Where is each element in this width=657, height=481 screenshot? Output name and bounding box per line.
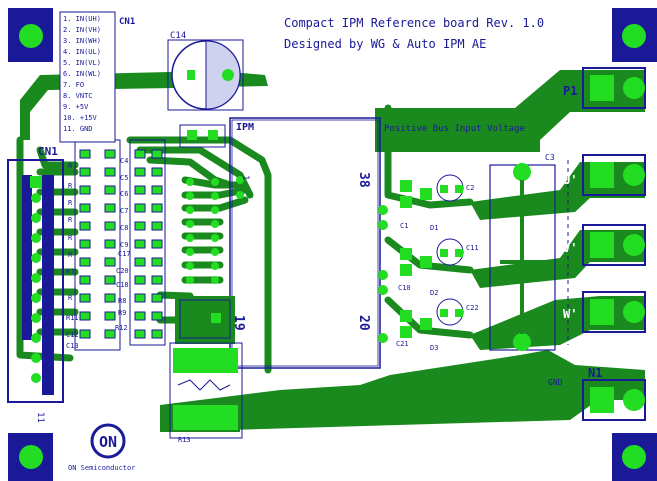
designator: R bbox=[68, 251, 73, 259]
designator: C11 bbox=[466, 244, 479, 252]
ipm-module bbox=[179, 117, 381, 369]
designator: D3 bbox=[430, 344, 438, 352]
designator: C1 bbox=[400, 222, 408, 230]
pin-list-item: 11. GND bbox=[63, 125, 93, 133]
pin-list-item: 8. VNTC bbox=[63, 92, 93, 100]
corner-hole-top-right bbox=[612, 8, 657, 62]
corner-hole-bottom-right bbox=[612, 433, 657, 481]
connector-label: CN1 bbox=[38, 145, 58, 158]
component-designators: C4 C5 C6 C7 C8 C9 C17 C20 C18 R8 R9 R12 … bbox=[66, 157, 479, 444]
designator: C21 bbox=[396, 340, 409, 348]
designator: C8 bbox=[120, 224, 128, 232]
title-line-1: Compact IPM Reference board Rev. 1.0 bbox=[284, 16, 544, 30]
designator: R bbox=[68, 234, 73, 242]
ipm-pin-19: 19 bbox=[231, 315, 246, 331]
pin-list-item: 9. +5V bbox=[63, 103, 89, 111]
designator: C17 bbox=[118, 250, 131, 258]
designator: C4 bbox=[120, 157, 128, 165]
terminal-label-p1: P1 bbox=[563, 84, 577, 98]
pin-list-item: 1. IN(UH) bbox=[63, 15, 101, 23]
bus-label: Positive Bus Input Voltage bbox=[384, 124, 525, 134]
company-name: ON Semiconductor bbox=[68, 464, 135, 472]
designator: C13 bbox=[66, 342, 79, 350]
capacitor-c14 bbox=[167, 39, 244, 111]
designator: R bbox=[68, 182, 73, 190]
ipm-pin-20: 20 bbox=[356, 315, 371, 331]
designator: R bbox=[68, 216, 73, 224]
designator: R7 bbox=[66, 268, 74, 276]
designator: C10 bbox=[398, 284, 411, 292]
c3-label: C3 bbox=[545, 153, 555, 162]
on-logo: ON bbox=[90, 423, 126, 459]
power-terminals bbox=[582, 67, 646, 421]
designator: D2 bbox=[430, 289, 438, 297]
pin-list-item: 3. IN(WH) bbox=[63, 37, 101, 45]
terminal-label-u: U' bbox=[563, 173, 577, 187]
designator: C2 bbox=[466, 184, 474, 192]
terminal-label-v: V' bbox=[563, 241, 577, 255]
designator: D1 bbox=[430, 224, 438, 232]
pin-list-item: 4. IN(UL) bbox=[63, 48, 101, 56]
connector-cn1 bbox=[7, 159, 64, 403]
designator: C22 bbox=[466, 304, 479, 312]
title-line-2: Designed by WG & Auto IPM AE bbox=[284, 37, 486, 51]
cap-c14-label: C14 bbox=[170, 31, 186, 41]
ipm-label: IPM bbox=[236, 122, 254, 133]
logo-text: ON bbox=[99, 433, 117, 451]
terminal-label-w: W' bbox=[563, 307, 577, 321]
via-pads bbox=[186, 176, 244, 284]
designator: R13 bbox=[178, 436, 191, 444]
pin-list-item: 10. +15V bbox=[63, 114, 98, 122]
corner-hole-bottom-left bbox=[8, 433, 53, 481]
capacitor-c3 bbox=[489, 160, 569, 351]
designator: C18 bbox=[116, 281, 129, 289]
designator: R8 bbox=[118, 297, 126, 305]
designator: R bbox=[68, 294, 73, 302]
designator: R9 bbox=[118, 309, 126, 317]
designator: C7 bbox=[120, 207, 128, 215]
ipm-lower-block bbox=[169, 296, 243, 439]
designator: R11 bbox=[66, 314, 79, 322]
designator: C5 bbox=[120, 174, 128, 182]
pin-list: 1. IN(UH) 2. IN(VH) 3. IN(WH) 4. IN(UL) … bbox=[63, 15, 101, 133]
corner-hole-top-left bbox=[8, 8, 53, 62]
pin-list-item: 5. IN(VL) bbox=[63, 59, 101, 67]
designator: C9 bbox=[120, 241, 128, 249]
ipm-pin-38: 38 bbox=[356, 172, 371, 188]
designator: C6 bbox=[120, 190, 128, 198]
designator: C12 bbox=[66, 331, 79, 339]
pin-list-item: 7. FO bbox=[63, 81, 84, 89]
terminal-label-n1: N1 bbox=[588, 366, 602, 380]
pin-list-item: 2. IN(VH) bbox=[63, 26, 101, 34]
bootstrap-components bbox=[378, 174, 464, 343]
connector-bottom-label: 11 bbox=[35, 412, 45, 423]
designator: R bbox=[68, 199, 73, 207]
pin-list-box bbox=[59, 11, 116, 143]
ipm-pin-1: 1 bbox=[240, 175, 250, 180]
pin-list-header: CN1 bbox=[119, 17, 135, 27]
designator: R bbox=[68, 162, 73, 170]
component-array bbox=[74, 139, 166, 351]
designator: R12 bbox=[115, 324, 128, 332]
designator: C20 bbox=[116, 267, 129, 275]
pin-list-item: 6. IN(WL) bbox=[63, 70, 101, 78]
gnd-label: GND bbox=[548, 378, 563, 387]
